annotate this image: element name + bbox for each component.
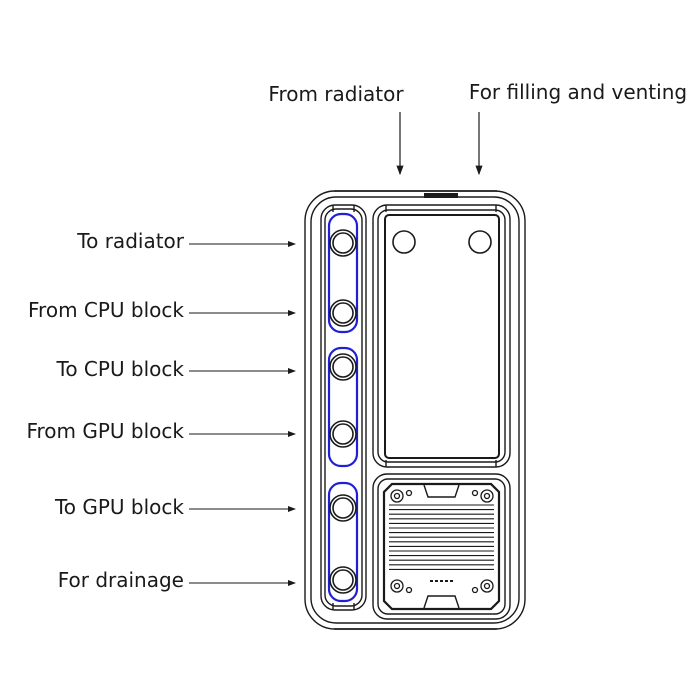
- gpu-drain-channel: [327, 481, 359, 603]
- label-from-radiator: From radiator: [268, 82, 404, 106]
- label-for-drainage: For drainage: [58, 568, 184, 592]
- screw-bottom-left: [390, 579, 404, 593]
- pump-connector-pins: [430, 580, 453, 582]
- port-from-cpu-block: [329, 299, 357, 327]
- label-filling-venting: For filling and venting: [469, 80, 687, 104]
- pump-unit: [372, 473, 511, 620]
- pin-bottom-left: [405, 586, 413, 594]
- screw-bottom-right: [480, 579, 494, 593]
- logo-mark: [424, 193, 458, 198]
- port-to-gpu-block: [329, 494, 357, 522]
- pump-heatsink-fins: [389, 504, 494, 570]
- fill-vent-port: [468, 230, 492, 254]
- inlet-from-radiator-port: [392, 230, 416, 254]
- pin-bottom-right: [471, 586, 479, 594]
- port-column: [320, 204, 367, 611]
- side-labels: To radiator From CPU block To CPU block …: [26, 229, 296, 592]
- label-to-radiator: To radiator: [76, 229, 184, 253]
- radiator-cpu-channel: [327, 212, 359, 334]
- pin-top-left: [405, 489, 413, 497]
- label-to-cpu-block: To CPU block: [56, 357, 185, 381]
- screw-top-right: [480, 489, 494, 503]
- pin-top-right: [471, 489, 479, 497]
- screw-top-left: [390, 489, 404, 503]
- port-to-cpu-block: [329, 353, 357, 381]
- label-from-cpu-block: From CPU block: [28, 298, 184, 322]
- plate-body: [304, 190, 526, 630]
- cpu-gpu-channel: [327, 346, 359, 468]
- label-to-gpu-block: To GPU block: [54, 495, 184, 519]
- reservoir-window: [372, 204, 511, 468]
- label-from-gpu-block: From GPU block: [26, 419, 184, 443]
- port-to-radiator: [329, 229, 357, 257]
- port-from-gpu-block: [329, 420, 357, 448]
- port-for-drainage: [329, 566, 357, 594]
